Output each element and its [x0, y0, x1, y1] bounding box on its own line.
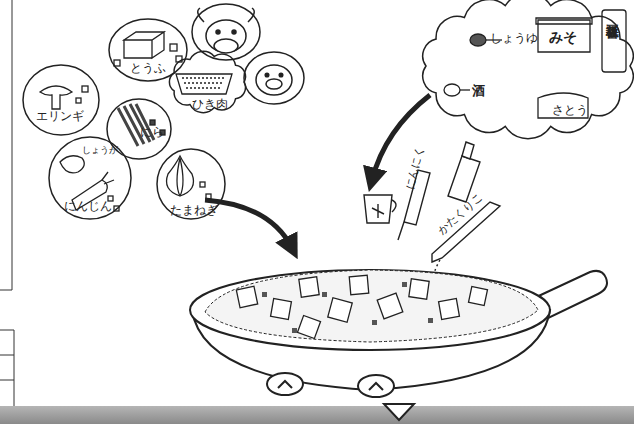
ingredient-name: 酒 — [472, 84, 485, 97]
ingredient-bubble: ひき肉 — [168, 52, 248, 112]
ingredient-name: しょうが — [82, 146, 118, 155]
ingredient-name: とうふ — [130, 62, 166, 74]
ingredient-bubble: エリンギ — [22, 64, 100, 136]
flow-arrows — [205, 95, 430, 248]
ingredient-name: にら — [140, 126, 164, 138]
bubble-outline — [22, 64, 100, 136]
ingredient-name: エリンギ — [36, 110, 84, 122]
bottom-band — [0, 406, 634, 424]
seasoning-containers — [364, 142, 500, 282]
seasoning-icons — [444, 10, 626, 118]
ingredient-bubble: しょうがにんじん — [48, 136, 132, 220]
ingredient-bubble: とうふ — [108, 18, 188, 82]
ingredient-name: たまねぎ — [170, 204, 218, 216]
ingredient-name: しょうゆ — [490, 32, 538, 44]
ingredient-name: ひき肉 — [192, 98, 228, 110]
page-frame — [0, 0, 14, 408]
ingredient-bubble: たまねぎ — [156, 148, 226, 220]
ingredient-name: みそ — [549, 30, 577, 44]
ingredient-name: さとう — [552, 104, 588, 116]
frying-pan — [190, 270, 607, 420]
bubble-outline — [422, 0, 634, 132]
ingredient-name: にんじん — [64, 200, 112, 212]
ingredient-bubble: しょうゆみそ豆板醤酒さとう — [422, 0, 634, 132]
